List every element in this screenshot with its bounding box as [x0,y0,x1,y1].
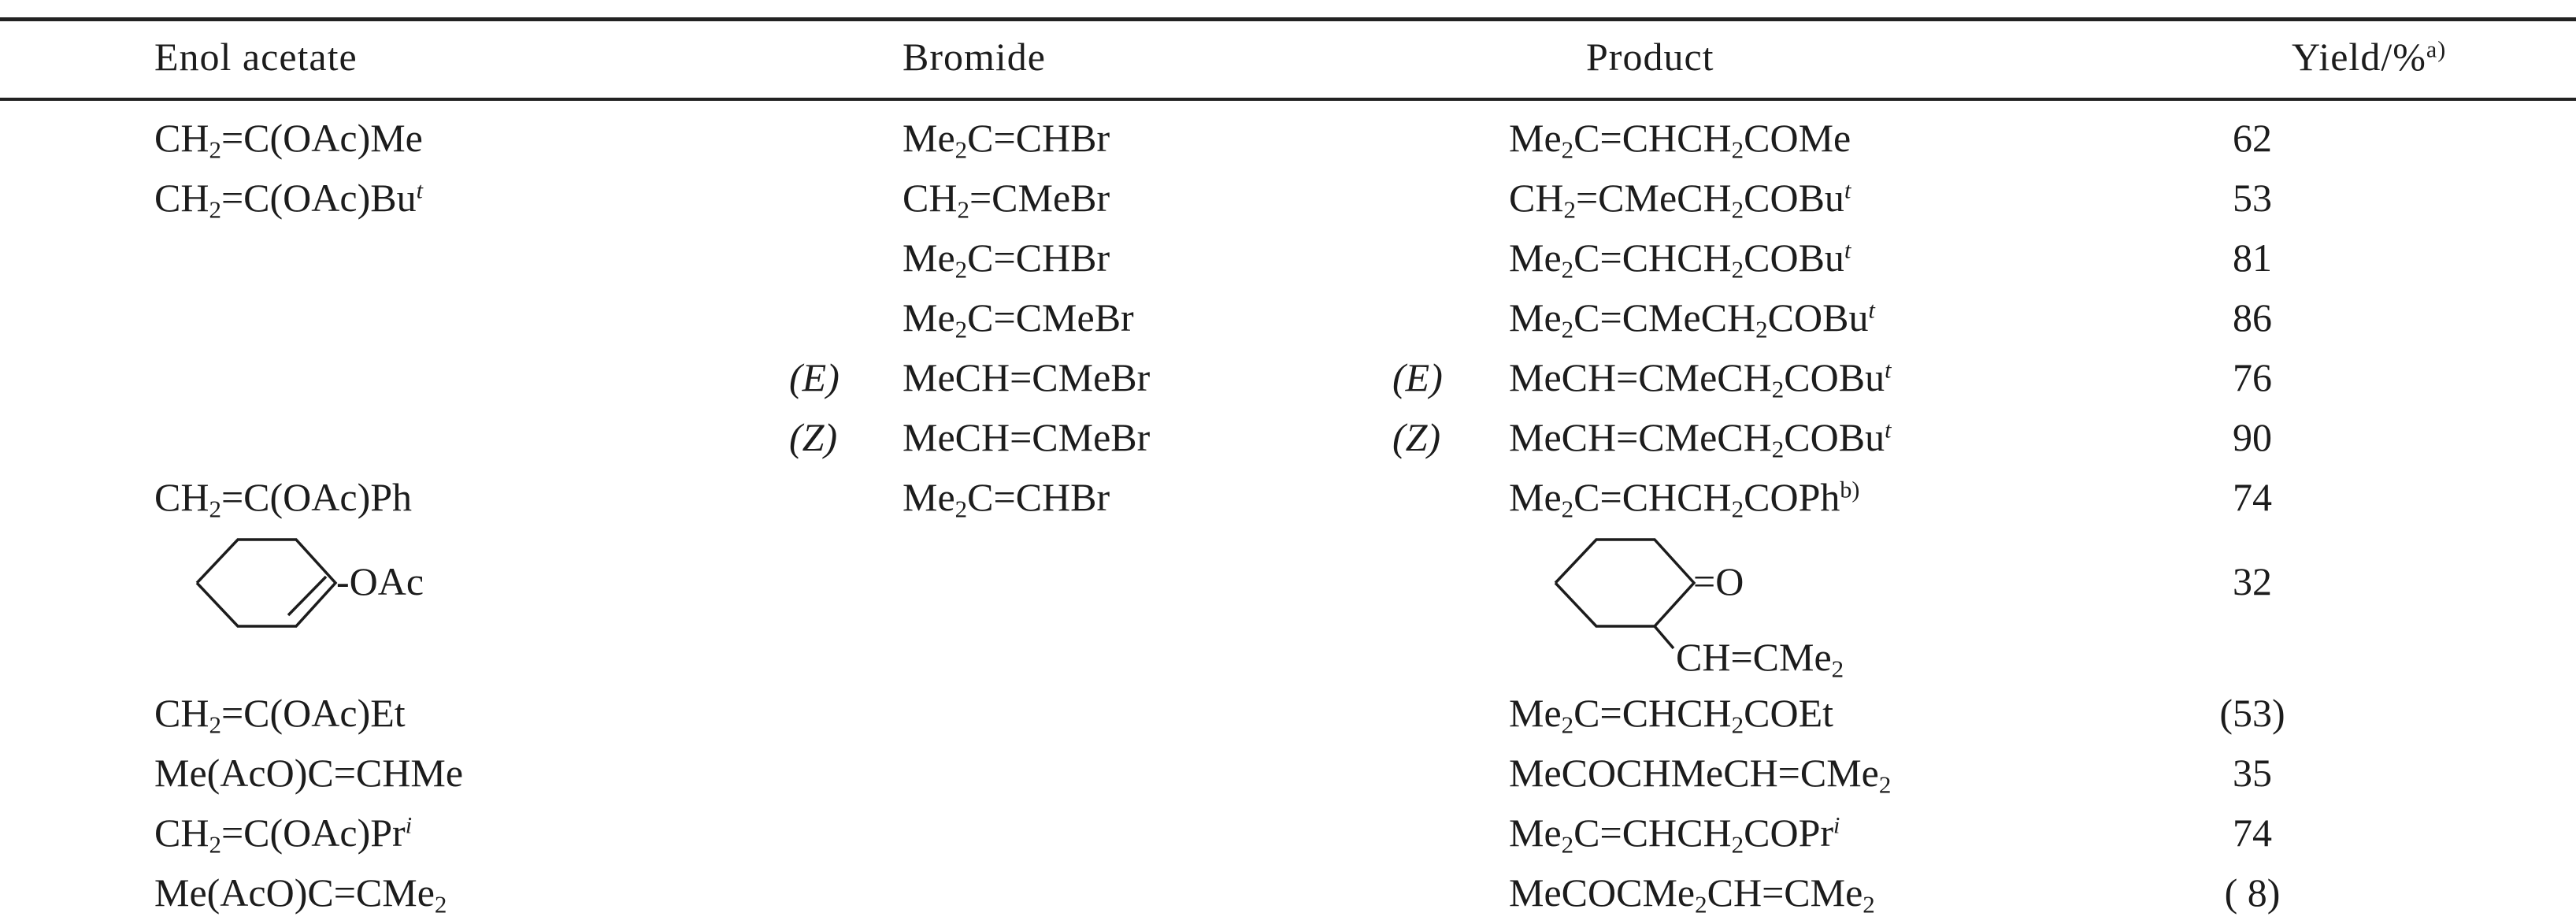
bromide-cell: MeCH=CMeBr [903,415,1151,459]
subscript: 2 [954,255,968,284]
subscript: 2 [954,315,968,343]
subscript: 2 [1731,830,1744,859]
header-enol-acetate: Enol acetate [154,35,358,79]
product-isomer-label: (E) [1392,355,1443,399]
header-yield: Yield/%a) [2292,32,2446,82]
enol-cell: CH2=C(OAc)But [154,176,423,224]
enol-cell: CH2=C(OAc)Pri [154,811,413,859]
yield-cell: (53) [2219,691,2285,735]
product-cell: Me2C=CHCH2COPhb) [1509,475,1860,523]
superscript: i [1833,812,1840,839]
subscript: 2 [1561,711,1574,739]
subscript: 2 [1563,195,1576,224]
subscript: 2 [1731,495,1744,523]
yield-cell: 86 [2233,295,2272,340]
subscript: 2 [1831,655,1844,683]
yield-cell: 74 [2233,475,2272,519]
yield-cell: 74 [2233,811,2272,855]
superscript: t [416,177,423,204]
bromide-isomer-label: (Z) [789,415,838,459]
subscript: 2 [1731,195,1744,224]
bromide-cell: MeCH=CMeBr [903,355,1151,399]
subscript: 2 [1771,435,1785,463]
subscript: 2 [1731,255,1744,284]
header-yield-footnote: a) [2426,36,2447,63]
product-cell: MeCH=CMeCH2COBut [1509,415,1892,463]
subscript: 2 [1755,315,1768,343]
subscript: 2 [1731,711,1744,739]
bromide-cell: Me2C=CHBr [903,236,1110,284]
product-cell: Me2C=CHCH2COEt [1509,691,1834,739]
table-top-rule [0,17,2576,21]
subscript: 2 [209,195,221,224]
product-ring-substituent: CH=CMe2 [1676,635,1844,683]
bromide-isomer-label: (E) [789,355,840,399]
product-cell: MeCOCMe2CH=CMe2 [1509,870,1875,918]
subscript: 2 [209,711,221,739]
product-cell: MeCOCHMeCH=CMe2 [1509,751,1892,799]
yield-cell: 32 [2233,559,2272,603]
bromide-cell: Me2C=CHBr [903,116,1110,164]
subscript: 2 [957,195,969,224]
subscript: 2 [1878,770,1892,799]
yield-cell: 76 [2233,355,2272,399]
bromide-cell: Me2C=CMeBr [903,295,1134,343]
subscript: 2 [1863,890,1875,918]
enol-cell: CH2=C(OAc)Me [154,116,423,164]
superscript: t [1844,237,1851,264]
subscript: 2 [1561,315,1574,343]
subscript: 2 [209,135,221,164]
product-ring-label: =O [1693,559,1744,603]
subscript: 2 [434,890,447,918]
superscript: t [1885,417,1892,443]
enol-ring-label: -OAc [336,559,424,603]
superscript: t [1885,357,1892,384]
enol-cell: Me(AcO)C=CMe2 [154,870,447,918]
superscript: t [1844,177,1851,204]
product-cell: Me2C=CHCH2COMe [1509,116,1851,164]
superscript: i [405,812,413,839]
product-cell: Me2C=CHCH2COBut [1509,236,1851,284]
product-cell: Me2C=CMeCH2COBut [1509,295,1875,343]
bromide-cell: CH2=CMeBr [903,176,1110,224]
header-product: Product [1586,35,1714,79]
product-isomer-label: (Z) [1392,415,1441,459]
bromide-cell: Me2C=CHBr [903,475,1110,523]
header-yield-label: Yield/% [2292,35,2426,79]
enol-cell: Me(AcO)C=CHMe [154,751,464,795]
yield-cell: 53 [2233,176,2272,220]
enol-cell: CH2=C(OAc)Ph [154,475,413,523]
product-cell: MeCH=CMeCH2COBut [1509,355,1892,403]
subscript: 2 [1561,135,1574,164]
yield-cell: 81 [2233,236,2272,280]
cyclohexene-ring-structure [195,538,338,628]
yield-cell: 62 [2233,116,2272,160]
enol-cell: CH2=C(OAc)Et [154,691,406,739]
yield-cell: ( 8) [2224,870,2281,915]
subscript: 2 [954,135,968,164]
subscript: 2 [1561,255,1574,284]
yield-cell: 35 [2233,751,2272,795]
superscript: t [1868,297,1875,324]
subscript: 2 [1771,375,1785,403]
superscript: b) [1840,477,1860,503]
subscript: 2 [1561,830,1574,859]
product-cell: Me2C=CHCH2COPri [1509,811,1840,859]
subscript: 2 [209,495,221,523]
subscript: 2 [209,830,221,859]
subscript: 2 [1731,135,1744,164]
subscript: 2 [1561,495,1574,523]
subscript: 2 [1695,890,1707,918]
header-bromide: Bromide [903,35,1046,79]
cyclohexanone-ring-structure [1554,538,1696,650]
table-header-rule [0,98,2576,101]
subscript: 2 [954,495,968,523]
product-cell: CH2=CMeCH2COBut [1509,176,1851,224]
yield-cell: 90 [2233,415,2272,459]
